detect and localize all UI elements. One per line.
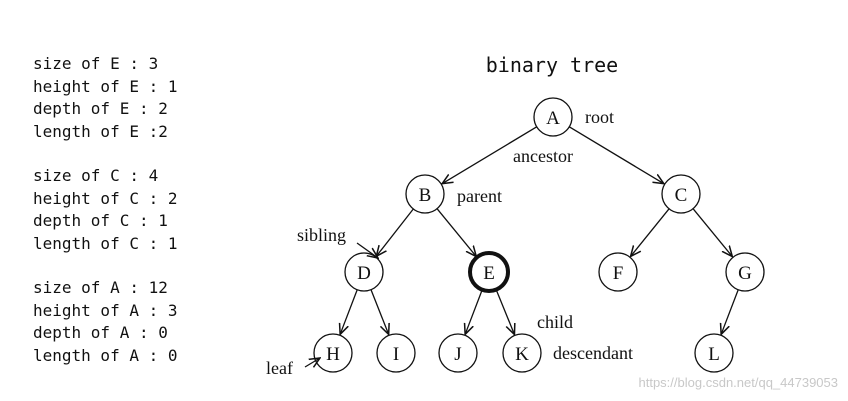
node-c: C [661,174,701,214]
tree-annotations: root ancestor parent sibling child desce… [266,107,633,378]
edge-e-k [495,289,514,335]
edge-a-b [442,126,538,184]
node-circle [598,252,638,292]
node-label: A [546,108,560,129]
stats-group-e: size of E : 3 height of E : 1 depth of E… [33,53,178,143]
node-label: L [708,344,720,365]
stat-line: size of E : 3 [33,54,159,73]
node-circle [438,333,478,373]
node-circle [405,174,445,214]
node-circle [502,333,542,373]
node-label: E [483,263,495,284]
node-label: F [613,263,624,284]
annotation-ancestor: ancestor [513,146,573,166]
node-label: J [454,344,461,365]
node-d: D [344,252,384,292]
node-circle [725,252,765,292]
node-label: I [393,344,399,365]
edge-c-g [692,208,732,257]
watermark: https://blog.csdn.net/qq_44739053 [639,375,839,390]
node-circle [533,97,573,137]
node-e: E [468,251,510,293]
stat-line: length of A : 0 [33,345,178,365]
node-i: I [376,333,416,373]
edge-b-e [436,208,476,257]
node-g: G [725,252,765,292]
annotation-leaf: leaf [266,358,293,378]
node-circle [313,333,353,373]
node-a: A [533,97,573,137]
edge-d-i [370,289,389,335]
edge-b-d [376,208,414,256]
node-label: B [419,185,432,206]
annotation-descendant: descendant [553,343,633,363]
stat-line: depth of E : 2 [33,99,168,118]
annotation-root: root [585,107,614,127]
node-b: B [405,174,445,214]
annotation-parent: parent [457,186,502,206]
node-circle [468,251,510,293]
tree-edges [340,126,739,335]
stat-line: height of A : 3 [33,300,178,320]
node-f: F [598,252,638,292]
node-circle [376,333,416,373]
node-circle [344,252,384,292]
node-circle [661,174,701,214]
node-label: H [326,344,340,365]
edge-e-j [465,289,483,335]
node-label: C [675,185,688,206]
node-k: K [502,333,542,373]
node-label: D [357,263,371,284]
stat-line: length of E :2 [33,121,168,141]
tree-nodes: A B C D E F G H I J K L [313,97,765,373]
annotation-child: child [537,312,573,332]
diagram-title: binary tree [486,53,618,77]
stat-line: height of C : 2 [33,188,178,208]
stat-line: height of E : 1 [33,76,178,96]
edge-d-h [340,289,358,335]
leaf-arrow [304,358,320,367]
stats-group-a: size of A : 12 height of A : 3 depth of … [33,277,178,367]
stat-line: size of A : 12 [33,278,168,297]
node-l: L [694,333,734,373]
node-j: J [438,333,478,373]
edge-c-f [631,208,670,257]
stat-line: depth of A : 0 [33,323,168,342]
stat-line: depth of C : 1 [33,211,168,230]
edge-a-c [568,126,664,184]
sibling-arrow [356,242,378,258]
stat-line: length of C : 1 [33,233,178,253]
edge-g-l [721,289,739,335]
node-label: K [515,344,529,365]
stats-group-c: size of C : 4 height of C : 2 depth of C… [33,165,178,255]
stat-line: size of C : 4 [33,166,159,185]
node-h: H [313,333,353,373]
node-stats-panel: size of E : 3 height of E : 1 depth of E… [33,53,178,389]
annotation-sibling: sibling [297,225,346,245]
node-circle [694,333,734,373]
node-label: G [738,263,752,284]
